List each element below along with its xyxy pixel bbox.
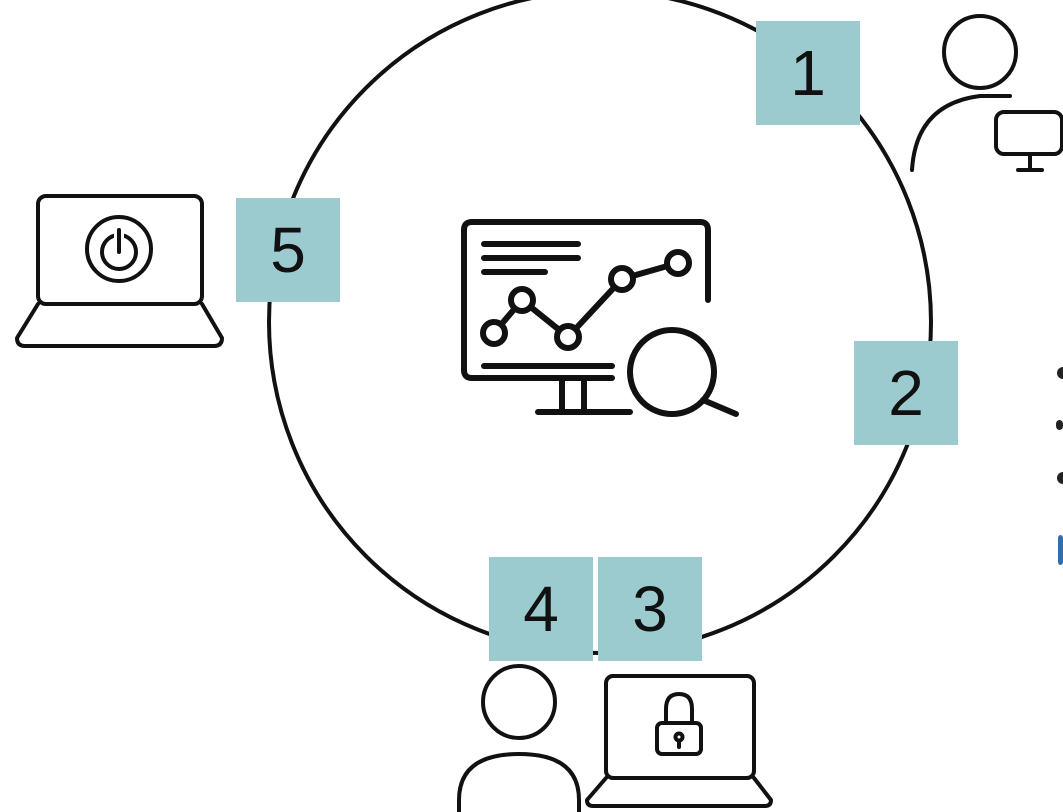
- partial-accent-mark: [1058, 535, 1063, 565]
- step-badge-2: 2: [854, 341, 958, 445]
- step-badge-3: 3: [598, 557, 702, 661]
- user-at-computer-icon: [910, 14, 1063, 172]
- analytics-monitor-icon: [461, 219, 739, 417]
- locked-laptop-icon: [585, 674, 773, 808]
- step-badge-4: 4: [489, 557, 593, 661]
- partial-text-fragment: [1056, 367, 1063, 484]
- step-badge-5: 5: [236, 198, 340, 302]
- user-icon: [457, 664, 581, 812]
- step-badge-1: 1: [756, 21, 860, 125]
- laptop-power-icon: [15, 194, 224, 348]
